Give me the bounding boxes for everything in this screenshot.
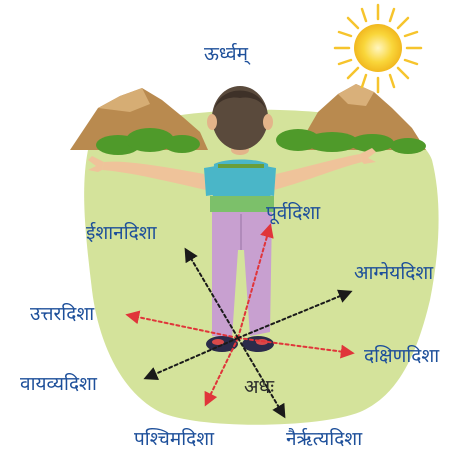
label-south: दक्षिणदिशा <box>364 347 439 366</box>
label-west: पश्चिमदिशा <box>134 430 214 449</box>
label-south-west: नैर्ऋत्यदिशा <box>286 430 362 449</box>
label-east: पूर्वदिशा <box>266 204 320 223</box>
label-down: अधः <box>244 378 274 397</box>
sun-icon <box>335 5 421 92</box>
label-north: उत्तरदिशा <box>30 305 94 324</box>
label-up: ऊर्ध्वम् <box>204 45 248 64</box>
label-north-west: वायव्यदिशा <box>20 375 97 394</box>
label-south-east: आग्नेयदिशा <box>354 264 433 283</box>
label-north-east: ईशानदिशा <box>86 224 157 243</box>
